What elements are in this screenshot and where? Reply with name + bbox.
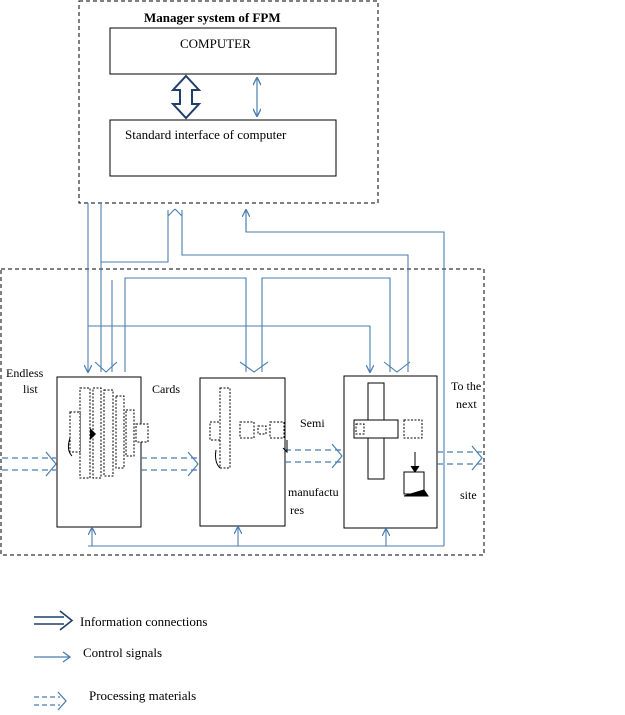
computer-label: COMPUTER <box>180 36 251 51</box>
output-label-site: site <box>460 488 477 502</box>
material-flow-out <box>437 451 482 465</box>
machine-1-schematic <box>67 387 149 479</box>
machine-2-schematic <box>209 387 288 469</box>
interface-label: Standard interface of computer <box>125 127 287 142</box>
control-line-middle <box>88 325 370 372</box>
legend-control-signals-label: Control signals <box>83 645 163 660</box>
legend-processing-materials-icon <box>34 691 67 711</box>
input-label-endless: Endless <box>6 366 44 380</box>
machine-2-info-arrowhead <box>239 361 269 373</box>
legend-control-signals-icon <box>34 651 72 663</box>
input-label-list: list <box>23 382 38 396</box>
legend <box>34 610 74 711</box>
manufactures-label-1: manufactu <box>288 485 339 499</box>
info-connection-double-arrow <box>170 74 202 120</box>
material-flow-2-3-arrow <box>331 443 343 469</box>
machine-3-schematic <box>353 382 429 497</box>
info-line-machine-1 <box>100 203 169 263</box>
material-flow-2-3 <box>285 449 342 463</box>
info-loop-machine-3 <box>261 277 391 372</box>
material-flow-in-arrow <box>45 451 57 477</box>
production-site-container <box>0 268 485 556</box>
semi-label: Semi <box>300 416 325 430</box>
legend-information-connections-label: Information connections <box>80 614 208 629</box>
legend-information-connections-icon <box>34 610 74 631</box>
material-flow-1-2-arrow <box>187 451 199 477</box>
machine-box-2 <box>199 377 286 527</box>
legend-processing-materials-label: Processing materials <box>89 688 197 703</box>
manager-system-container <box>78 0 379 204</box>
material-flow-in <box>2 457 56 471</box>
manufactures-label-2: res <box>290 503 304 517</box>
material-flow-1-2 <box>141 457 198 471</box>
info-line-to-machine-3-right <box>181 210 409 372</box>
info-arrow-up-head <box>167 208 183 217</box>
material-flow-out-arrow <box>471 445 483 471</box>
interface-box <box>109 119 337 177</box>
computer-box <box>109 27 337 75</box>
manager-system-title: Manager system of FPM <box>144 10 281 25</box>
info-loop-machine-2 <box>124 277 247 372</box>
machine-box-3 <box>343 375 438 529</box>
output-label-next: next <box>456 397 477 411</box>
machine-1-info-arrowhead <box>94 361 118 373</box>
cards-label: Cards <box>152 382 180 396</box>
output-label-to-the: To the <box>451 379 482 393</box>
machine-3-info-arrowhead <box>383 361 411 373</box>
